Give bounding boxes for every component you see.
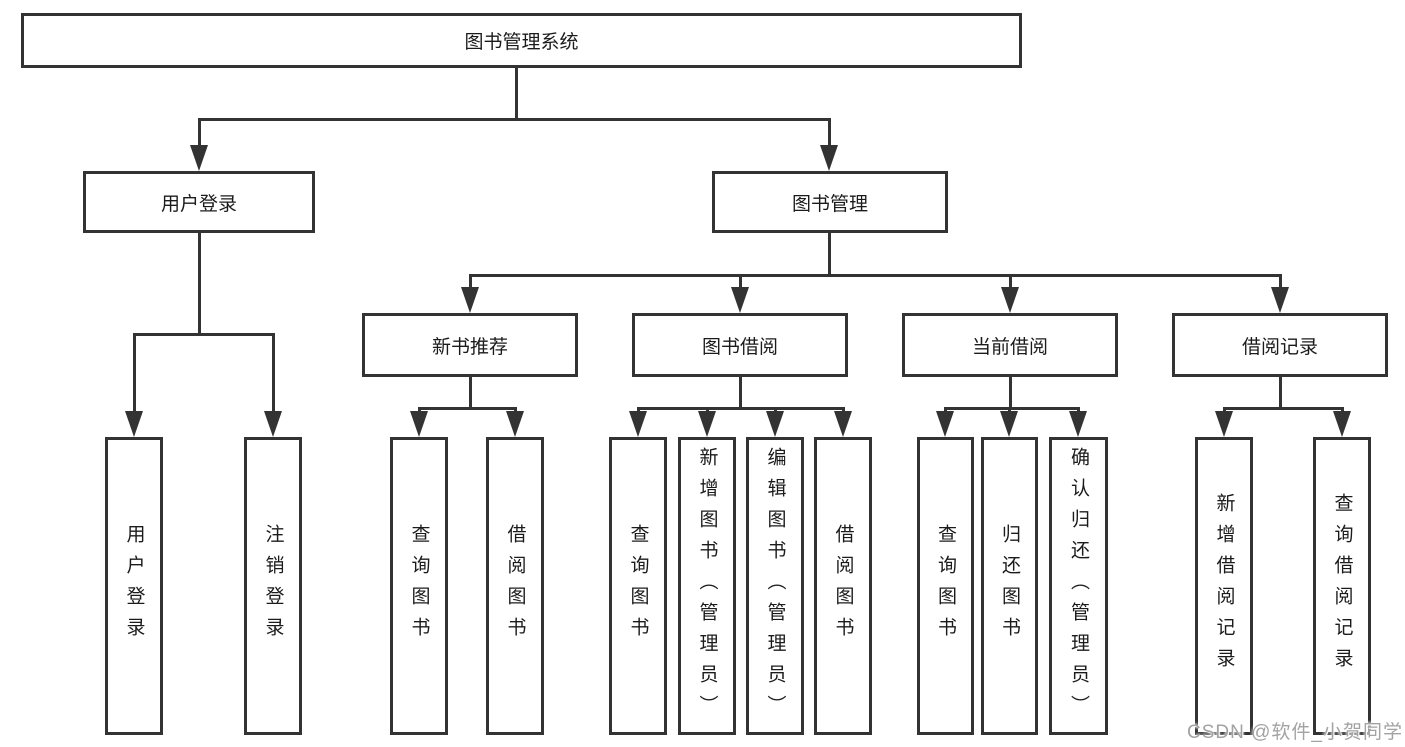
csdn-watermark: CSDN @软件_小贺同学 <box>1187 722 1403 743</box>
node-current-borrowing: 当前借阅 <box>902 313 1118 377</box>
arrow-down <box>1271 287 1289 313</box>
connector-line <box>828 232 831 276</box>
arrow-down <box>506 411 524 437</box>
connector-line <box>469 274 472 288</box>
node-label: 用户登录 <box>160 193 237 215</box>
connector-line <box>469 375 472 409</box>
leaf-label: 查询借阅记录 <box>1331 493 1353 679</box>
node-library-management-system: 图书管理系统 <box>21 13 1022 68</box>
leaf-borrow-books: 借阅图书 <box>814 437 872 735</box>
arrow-down <box>698 411 716 437</box>
node-user-login: 用户登录 <box>83 171 315 233</box>
arrow-down <box>1001 287 1019 313</box>
connector-line <box>637 407 845 410</box>
node-label: 新书推荐 <box>431 336 508 358</box>
connector-line <box>418 407 517 410</box>
arrow-down <box>410 411 428 437</box>
leaf-label: 编辑图书（管理员） <box>764 446 786 726</box>
leaf-user-login: 用户登录 <box>105 437 163 735</box>
leaf-label: 借阅图书 <box>504 524 526 648</box>
arrow-down <box>766 411 784 437</box>
node-book-borrowing: 图书借阅 <box>632 313 848 377</box>
connector-line <box>1279 375 1282 409</box>
leaf-query-books-recommend: 查询图书 <box>390 437 448 735</box>
leaf-label: 借阅图书 <box>832 524 854 648</box>
node-label: 图书管理系统 <box>464 32 579 53</box>
leaf-edit-book-admin: 编辑图书（管理员） <box>746 437 804 735</box>
node-borrowing-records: 借阅记录 <box>1172 313 1388 377</box>
connector-line <box>198 232 201 335</box>
leaf-label: 新增图书（管理员） <box>696 446 718 726</box>
leaf-return-book: 归还图书 <box>981 437 1038 735</box>
leaf-label: 新增借阅记录 <box>1213 493 1235 679</box>
connector-line <box>133 333 275 336</box>
node-new-book-recommend: 新书推荐 <box>362 313 578 377</box>
leaf-add-borrow-record: 新增借阅记录 <box>1195 437 1253 735</box>
connector-line <box>133 333 136 413</box>
node-label: 当前借阅 <box>971 336 1048 358</box>
arrow-down <box>1333 411 1351 437</box>
arrow-down <box>731 287 749 313</box>
arrow-down <box>461 287 479 313</box>
leaf-label: 查询图书 <box>408 524 430 648</box>
arrow-down <box>629 411 647 437</box>
connector-line <box>198 118 831 121</box>
connector-line <box>198 118 201 148</box>
leaf-borrow-books-recommend: 借阅图书 <box>486 437 544 735</box>
leaf-query-books-borrowing: 查询图书 <box>609 437 667 735</box>
leaf-label: 注销登录 <box>262 524 284 648</box>
leaf-logout: 注销登录 <box>244 437 302 735</box>
leaf-add-book-admin: 新增图书（管理员） <box>678 437 736 735</box>
node-label: 图书借阅 <box>701 336 778 358</box>
leaf-label: 查询图书 <box>935 524 956 648</box>
connector-line <box>272 333 275 413</box>
leaf-label: 用户登录 <box>123 524 145 648</box>
connector-line <box>944 407 1080 410</box>
connector-line <box>739 375 742 409</box>
leaf-confirm-return-admin: 确认归还（管理员） <box>1049 437 1108 735</box>
connector-line <box>1009 274 1012 288</box>
arrow-down <box>1215 411 1233 437</box>
arrow-down <box>1069 411 1087 437</box>
connector-line <box>1223 407 1344 410</box>
connector-line <box>739 274 742 288</box>
leaf-query-books-current: 查询图书 <box>917 437 974 735</box>
connector-line <box>828 118 831 148</box>
node-book-management: 图书管理 <box>712 171 948 233</box>
node-label: 图书管理 <box>791 193 868 215</box>
leaf-label: 查询图书 <box>627 524 649 648</box>
leaf-label: 归还图书 <box>999 524 1020 648</box>
arrow-down <box>190 145 208 171</box>
arrow-down <box>125 411 143 437</box>
arrow-down <box>834 411 852 437</box>
connector-line <box>1279 274 1282 288</box>
connector-line <box>515 67 518 120</box>
leaf-query-borrow-record: 查询借阅记录 <box>1313 437 1371 735</box>
arrow-down <box>264 411 282 437</box>
connector-line <box>469 274 1282 277</box>
arrow-down <box>1000 411 1018 437</box>
leaf-label: 确认归还（管理员） <box>1068 446 1089 726</box>
arrow-down <box>820 145 838 171</box>
arrow-down <box>936 411 954 437</box>
node-label: 借阅记录 <box>1241 336 1318 358</box>
connector-line <box>1009 375 1012 409</box>
